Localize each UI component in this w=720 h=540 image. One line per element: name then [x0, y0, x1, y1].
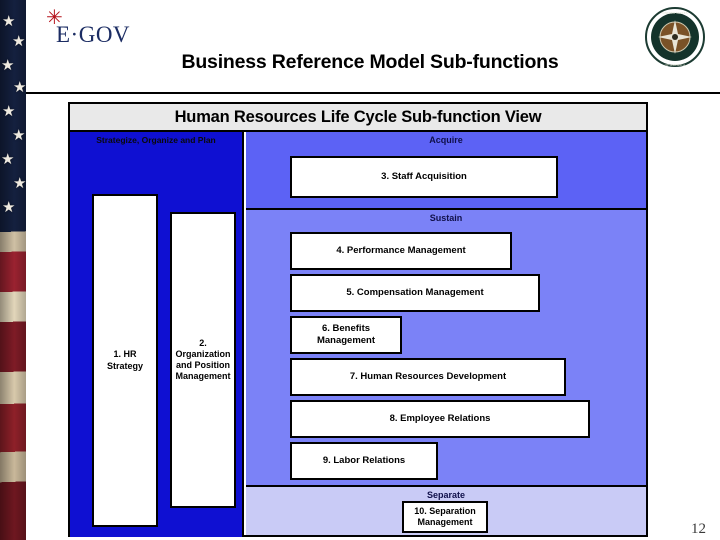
egov-logo: ✳ E·GOV	[38, 8, 168, 56]
subfunction-box-5-compensation-management[interactable]: 5. Compensation Management	[290, 274, 540, 312]
flag-star-icon: ★	[13, 175, 27, 192]
diagram-body: Strategize, Organize and Plan 1. HR Stra…	[70, 132, 646, 537]
flag-star-icon: ★	[2, 103, 16, 120]
subfunction-box-7-human-resources-development[interactable]: 7. Human Resources Development	[290, 358, 566, 396]
header-divider	[26, 92, 720, 94]
svg-text:UNITED STATES: UNITED STATES	[662, 11, 687, 15]
band-label-sustain: Sustain	[429, 213, 463, 223]
diagram-title: Human Resources Life Cycle Sub-function …	[70, 104, 646, 132]
subfunction-box-6-benefits-management[interactable]: 6. Benefits Management	[290, 316, 402, 354]
band-label-acquire: Acquire	[429, 135, 463, 145]
page-number: 12	[691, 521, 706, 537]
government-seal-icon: UNITED STATES OF AMERICA	[645, 7, 705, 67]
band-separate: Separate 10. Separation Management	[246, 487, 646, 535]
svg-text:OF AMERICA: OF AMERICA	[665, 63, 686, 67]
flag-star-icon: ★	[2, 13, 16, 30]
column-strategize-organize-plan: Strategize, Organize and Plan 1. HR Stra…	[70, 132, 244, 537]
egov-logo-text: E·GOV	[56, 22, 131, 47]
subfunction-box-3-staff-acquisition[interactable]: 3. Staff Acquisition	[290, 156, 558, 198]
flag-star-icon: ★	[2, 199, 16, 216]
subfunction-box-1-hr-strategy[interactable]: 1. HR Strategy	[92, 194, 158, 527]
subfunction-box-2-organization-and-position-management[interactable]: 2. Organization and Position Management	[170, 212, 236, 508]
flag-star-icon: ★	[13, 79, 27, 96]
band-acquire: Acquire 3. Staff Acquisition	[246, 132, 646, 210]
subfunction-box-4-performance-management[interactable]: 4. Performance Management	[290, 232, 512, 270]
flag-star-icon: ★	[1, 151, 15, 168]
band-label-separate: Separate	[426, 490, 466, 500]
subfunction-box-9-labor-relations[interactable]: 9. Labor Relations	[290, 442, 438, 480]
hr-lifecycle-diagram: Human Resources Life Cycle Sub-function …	[68, 102, 648, 537]
flag-star-icon: ★	[12, 33, 26, 50]
american-flag-decoration: ★ ★ ★ ★ ★ ★ ★ ★ ★	[0, 0, 26, 540]
flag-star-icon: ★	[12, 127, 26, 144]
slide-header: ✳ E·GOV Business Reference Model Sub-fun…	[0, 0, 720, 95]
flag-star-icon: ★	[1, 57, 15, 74]
subfunction-box-10-separation-management[interactable]: 10. Separation Management	[402, 501, 488, 533]
subfunction-box-8-employee-relations[interactable]: 8. Employee Relations	[290, 400, 590, 438]
lifecycle-bands: Acquire 3. Staff Acquisition Sustain 4. …	[246, 132, 646, 537]
star-icon: ✳	[46, 7, 63, 29]
column-header-label: Strategize, Organize and Plan	[96, 135, 216, 145]
page-title: Business Reference Model Sub-functions	[181, 51, 559, 73]
band-sustain: Sustain 4. Performance Management 5. Com…	[246, 210, 646, 487]
